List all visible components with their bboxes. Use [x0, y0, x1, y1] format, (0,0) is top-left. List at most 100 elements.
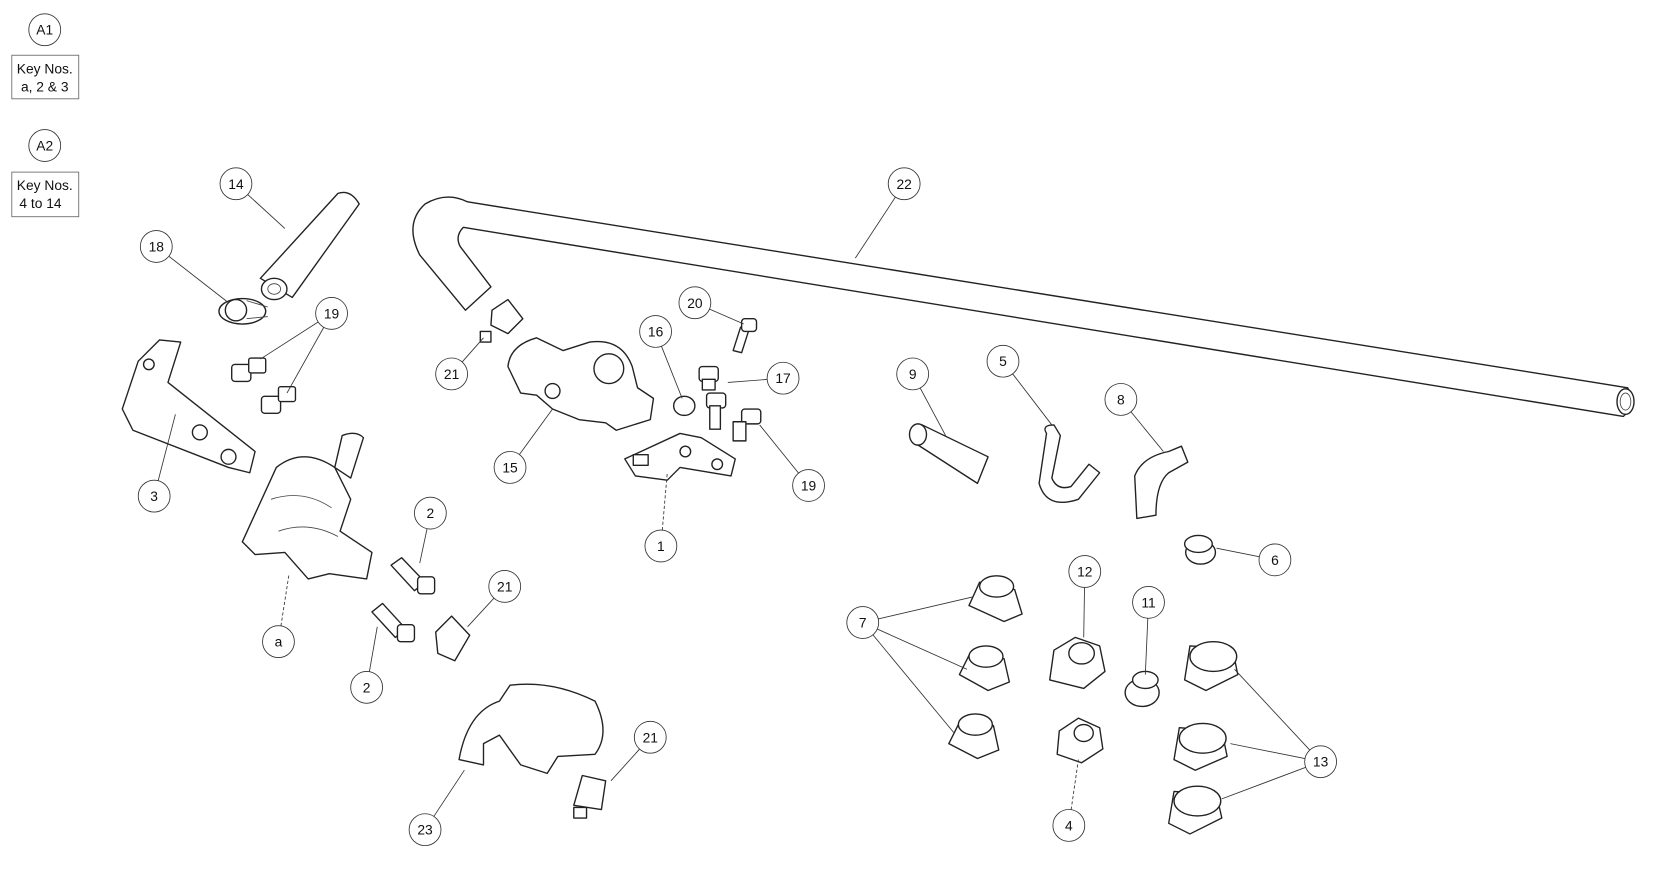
callout-14: 14 — [219, 167, 253, 201]
callout-label: 13 — [1313, 754, 1329, 770]
callout-label: 21 — [643, 729, 658, 745]
bolt-2 — [371, 602, 416, 643]
callout-16: 16 — [639, 315, 672, 348]
bracket-1 — [624, 432, 736, 481]
parts — [121, 191, 1635, 835]
callout-label: 21 — [444, 366, 459, 382]
clip-21 — [490, 298, 524, 335]
callout-label: 17 — [775, 370, 790, 386]
callout-label: 7 — [859, 615, 867, 631]
callout-15: 15 — [493, 451, 527, 484]
washer-16 — [672, 395, 696, 417]
legend-a1: A1 Key Nos. a, 2 & 3 — [11, 13, 80, 100]
leader-line — [862, 622, 968, 670]
callout-label: 1 — [657, 538, 665, 554]
ring-11 — [1124, 670, 1160, 708]
callouts: 14 18 19 3 21 20 16 17 15 19 1 22 9 5 8 6 2 21 a 2 7 12 11 13 4 2… — [137, 167, 1337, 847]
callout-label: 2 — [363, 679, 371, 695]
callout-label: 20 — [687, 295, 703, 311]
callout-label: 4 — [1065, 817, 1073, 833]
nut-12 — [1049, 636, 1106, 690]
callout-label: 11 — [1141, 594, 1155, 610]
bolt-19 — [231, 357, 267, 383]
callout-label: 2 — [427, 505, 435, 521]
legend-badge: A1 — [36, 22, 53, 38]
callout-22: 22 — [887, 167, 921, 201]
callout-1: 1 — [644, 529, 678, 563]
legend-line: 4 to 14 — [19, 195, 62, 211]
screw-20 — [732, 318, 758, 354]
callout-7: 7 — [846, 606, 880, 639]
bolt-19 — [705, 392, 727, 430]
callout-2: 2 — [414, 496, 447, 530]
callout-label: 14 — [228, 176, 244, 192]
callout-12: 12 — [1068, 555, 1102, 588]
callout-label: 3 — [150, 488, 158, 504]
callout-21: 21 — [633, 720, 667, 754]
legend-badge: A2 — [36, 138, 53, 154]
callout-6: 6 — [1258, 543, 1292, 577]
cap-13 — [1173, 722, 1228, 771]
callout-label: 19 — [801, 477, 817, 493]
callout-2: 2 — [350, 670, 383, 704]
legend-line: Key Nos. — [17, 177, 73, 193]
callout-label: 5 — [999, 353, 1007, 369]
hose-14 — [259, 191, 360, 299]
callout-label: 12 — [1077, 564, 1092, 580]
elbow-5 — [1038, 424, 1101, 503]
sleeve-7 — [968, 575, 1023, 623]
legend-line: a, 2 & 3 — [21, 78, 69, 94]
callout-label: 8 — [1117, 391, 1125, 407]
callout-13: 13 — [1304, 745, 1337, 779]
callout-18: 18 — [139, 230, 173, 263]
callout-9: 9 — [896, 357, 930, 391]
valve-15 — [507, 337, 655, 431]
leader-line — [1234, 668, 1321, 762]
leader-line — [862, 622, 955, 734]
clip-21 — [573, 774, 607, 811]
callout-8: 8 — [1104, 383, 1138, 416]
bolt-19 — [732, 408, 762, 442]
callout-11: 11 — [1132, 585, 1165, 619]
callout-label: 9 — [909, 366, 917, 382]
callout-label: 6 — [1271, 552, 1279, 568]
legend-a2: A2 Key Nos. 4 to 14 — [11, 129, 80, 218]
callout-label: 22 — [896, 176, 911, 192]
callout-17: 17 — [766, 361, 800, 395]
callout-label: a — [275, 634, 283, 650]
tube-22 — [412, 196, 1632, 418]
sleeve-7 — [958, 645, 1011, 692]
callout-label: 15 — [502, 459, 518, 475]
nut-4 — [1056, 717, 1104, 764]
bushing-17 — [698, 365, 719, 391]
callout-a: a — [262, 625, 295, 659]
callout-21: 21 — [435, 357, 468, 391]
callout-19: 19 — [315, 297, 348, 330]
callout-21: 21 — [488, 570, 522, 603]
callout-3: 3 — [137, 479, 171, 513]
callout-label: 16 — [648, 323, 664, 339]
clip-21 — [434, 615, 471, 662]
elbow-8 — [1134, 445, 1189, 520]
callout-label: 19 — [324, 305, 340, 321]
callout-23: 23 — [408, 813, 442, 847]
callout-19: 19 — [792, 469, 825, 502]
hose-23 — [458, 683, 604, 775]
cap-13 — [1183, 640, 1239, 692]
leader-line — [862, 596, 973, 623]
callout-4: 4 — [1052, 809, 1086, 842]
bracket-3 — [121, 339, 256, 474]
clamp-18 — [218, 297, 268, 325]
callout-label: 21 — [497, 578, 512, 594]
callout-label: 18 — [149, 238, 165, 254]
cap-13 — [1168, 785, 1223, 835]
bolt-19 — [260, 386, 297, 414]
sleeve-7 — [948, 713, 1000, 760]
callout-5: 5 — [986, 344, 1020, 378]
bolt-2 — [390, 557, 436, 595]
leader-line — [1221, 761, 1321, 800]
pump-a — [241, 456, 373, 580]
plug-6 — [1183, 534, 1217, 565]
callout-20: 20 — [678, 286, 712, 320]
